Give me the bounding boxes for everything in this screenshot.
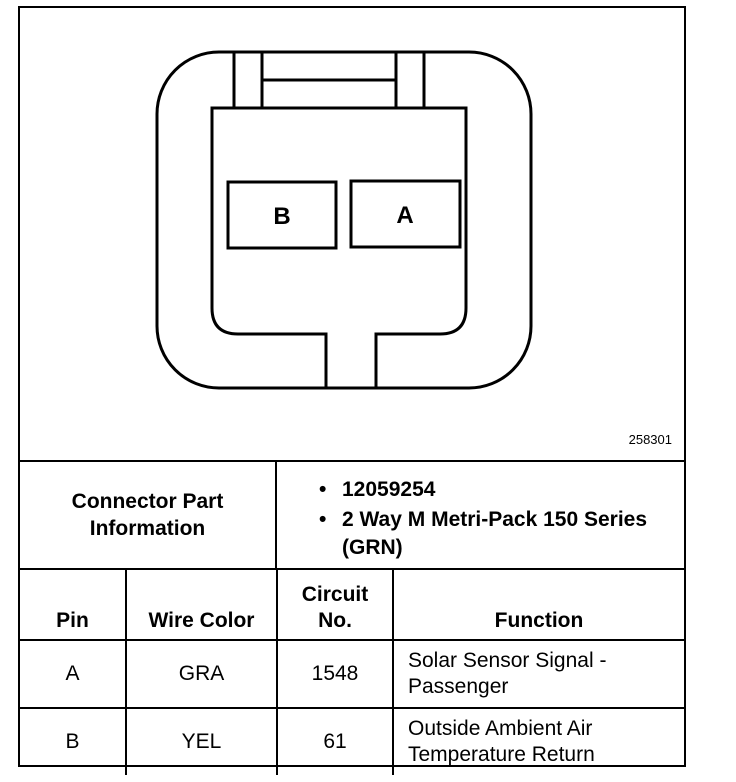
connector-body xyxy=(210,106,468,390)
cell-wire-color: YEL xyxy=(125,707,278,775)
cell-circuit: 1548 xyxy=(276,639,394,709)
pin-table: Pin Wire Color Circuit No. Function A GR… xyxy=(20,570,684,775)
info-item-part-number: • 12059254 xyxy=(277,476,682,504)
pin-label-a: A xyxy=(396,202,413,229)
table-row: A GRA 1548 Solar Sensor Signal - Passeng… xyxy=(20,639,684,709)
cell-function: Solar Sensor Signal - Passenger xyxy=(392,639,684,709)
figure-id: 258301 xyxy=(628,432,672,447)
table-row: B YEL 61 Outside Ambient Air Temperature… xyxy=(20,707,684,775)
pin-table-header: Pin Wire Color Circuit No. Function xyxy=(20,570,684,641)
cell-pin: A xyxy=(20,639,127,709)
cell-circuit: 61 xyxy=(276,707,394,775)
bullet-icon: • xyxy=(319,478,327,501)
connector-sheet: B A 258301 Connector Part Information • … xyxy=(18,6,686,775)
pin-label-b: B xyxy=(273,203,290,230)
info-item-description: • 2 Way M Metri-Pack 150 Series (GRN) xyxy=(319,508,648,559)
connector-drawing: B A xyxy=(155,50,533,390)
connector-diagram: B A 258301 xyxy=(20,8,684,460)
cell-pin: B xyxy=(20,707,127,775)
bullet-icon: • xyxy=(319,508,327,531)
header-wire-color: Wire Color xyxy=(125,570,278,641)
header-function: Function xyxy=(392,570,684,641)
pin-cavity-b xyxy=(226,180,338,250)
connector-info-row: Connector Part Information • 12059254 • … xyxy=(20,460,684,570)
cell-function: Outside Ambient Air Temperature Return xyxy=(392,707,684,775)
header-circuit: Circuit No. xyxy=(276,570,394,641)
pin-cavity-a xyxy=(349,179,462,249)
header-pin: Pin xyxy=(20,570,127,641)
connector-info-list: • 12059254 • 2 Way M Metri-Pack 150 Seri… xyxy=(277,476,682,564)
cell-wire-color: GRA xyxy=(125,639,278,709)
connector-info-label: Connector Part Information xyxy=(20,462,277,568)
